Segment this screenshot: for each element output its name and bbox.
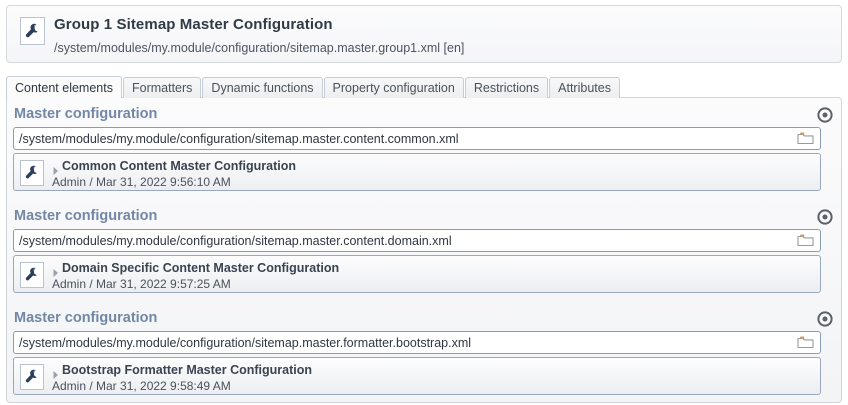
caret-right-icon[interactable]	[52, 265, 60, 277]
section-label: Master configuration	[14, 310, 158, 326]
wrench-icon	[20, 262, 44, 288]
tab-formatters[interactable]: Formatters	[122, 77, 202, 98]
tab-property-configuration[interactable]: Property configuration	[323, 77, 464, 98]
master-config-path-input[interactable]	[13, 229, 821, 252]
section-label: Master configuration	[14, 106, 158, 122]
path-field-row	[13, 331, 821, 354]
configuration-item-card[interactable]: Domain Specific Content Master Configura…	[13, 255, 821, 293]
item-title: Bootstrap Formatter Master Configuration	[62, 363, 313, 377]
item-meta: Admin / Mar 31, 2022 9:56:10 AM	[52, 175, 231, 189]
wrench-icon	[20, 160, 44, 186]
caret-right-icon[interactable]	[52, 163, 60, 175]
header-panel: Group 1 Sitemap Master Configuration /sy…	[6, 5, 842, 63]
configuration-item-card[interactable]: Bootstrap Formatter Master Configuration…	[13, 357, 821, 395]
item-meta: Admin / Mar 31, 2022 9:58:49 AM	[52, 379, 231, 393]
caret-right-glyph	[53, 167, 58, 175]
page-title: Group 1 Sitemap Master Configuration	[54, 16, 333, 33]
page-subtitle-path: /system/modules/my.module/configuration/…	[54, 41, 465, 55]
master-config-path-input[interactable]	[13, 331, 821, 354]
master-config-path-input[interactable]	[13, 127, 821, 150]
wrench-icon	[20, 364, 44, 390]
target-icon[interactable]	[817, 209, 833, 225]
section-label: Master configuration	[14, 208, 158, 224]
tab-content-elements[interactable]: Content elements	[6, 76, 122, 98]
target-glyph	[817, 311, 833, 327]
tab-dynamic-functions[interactable]: Dynamic functions	[202, 77, 323, 98]
item-meta: Admin / Mar 31, 2022 9:57:25 AM	[52, 277, 231, 291]
target-glyph	[817, 107, 833, 123]
item-title: Domain Specific Content Master Configura…	[62, 261, 340, 275]
item-title: Common Content Master Configuration	[62, 159, 297, 173]
wrench-glyph	[25, 23, 38, 37]
wrench-glyph	[25, 165, 37, 179]
caret-right-glyph	[53, 269, 58, 277]
wrench-icon	[20, 17, 45, 45]
master-configuration-section: Master configurationDomain Specific Cont…	[7, 200, 841, 302]
master-configuration-section: Master configurationBootstrap Formatter …	[7, 302, 841, 402]
tab-restrictions[interactable]: Restrictions	[464, 77, 549, 98]
content-elements-panel: Master configurationCommon Content Maste…	[6, 97, 842, 403]
caret-right-glyph	[53, 371, 58, 379]
tab-attributes[interactable]: Attributes	[549, 77, 620, 98]
target-glyph	[817, 209, 833, 225]
path-field-row	[13, 229, 821, 252]
wrench-glyph	[25, 267, 37, 281]
target-icon[interactable]	[817, 311, 833, 327]
wrench-glyph	[25, 369, 37, 383]
master-configuration-section: Master configurationCommon Content Maste…	[7, 98, 841, 200]
target-icon[interactable]	[817, 107, 833, 123]
caret-right-icon[interactable]	[52, 367, 60, 379]
path-field-row	[13, 127, 821, 150]
